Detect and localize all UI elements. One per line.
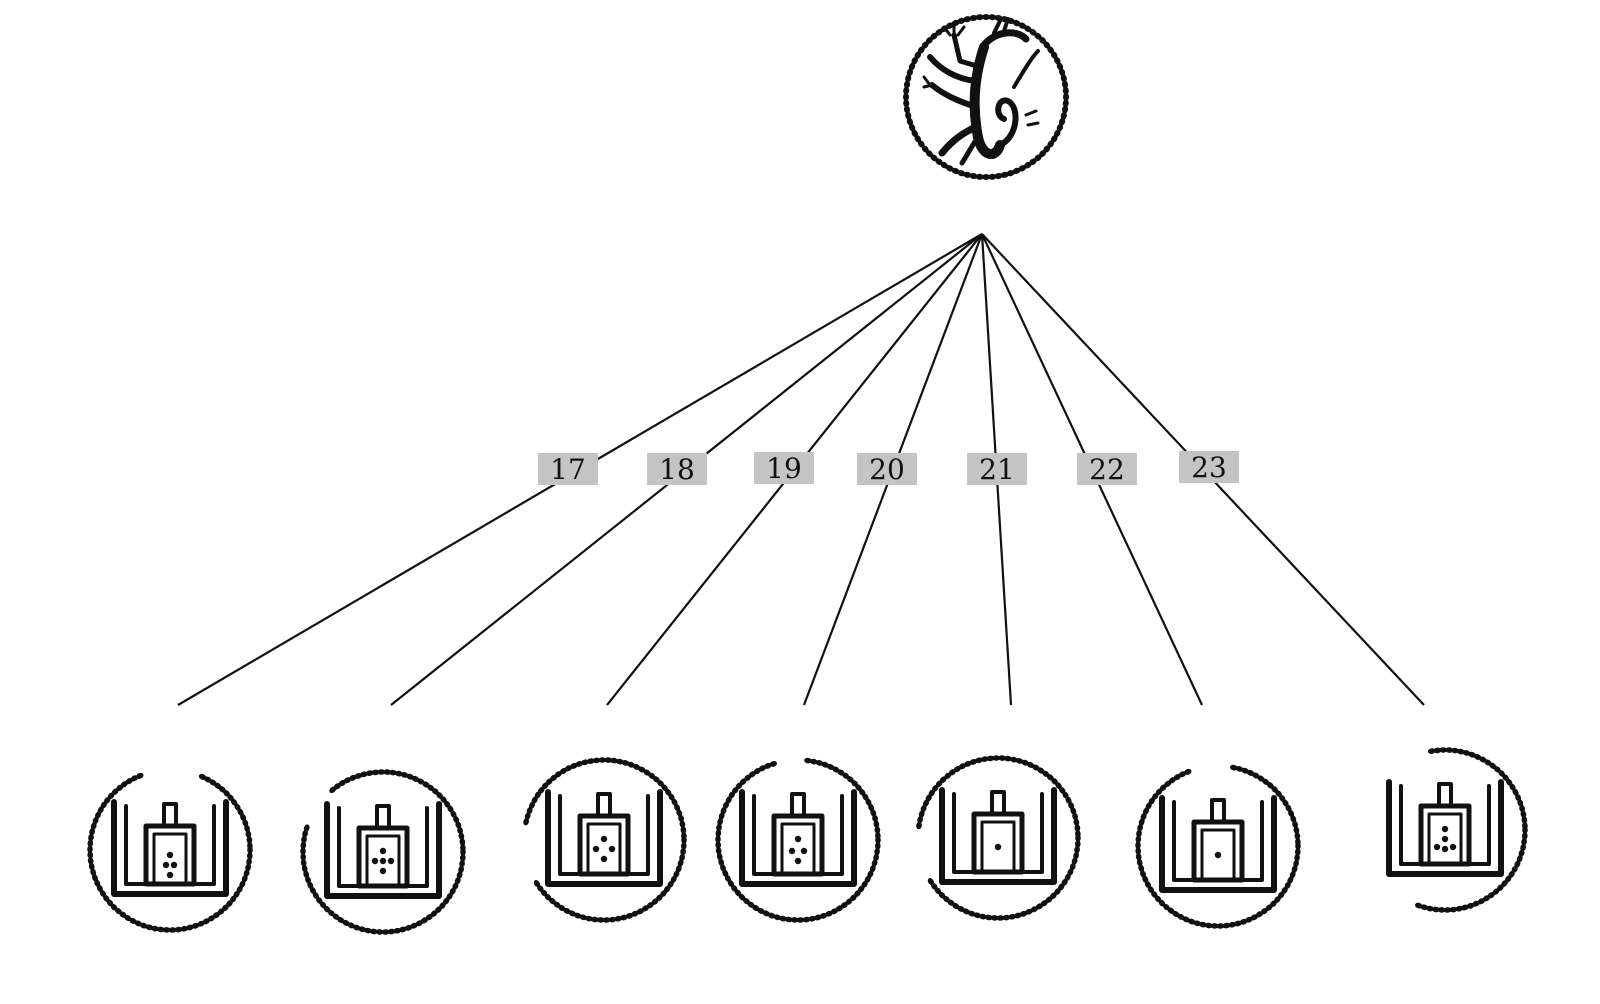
edge-label-background (1077, 453, 1137, 485)
edge-label-22: 22 (1077, 453, 1137, 486)
edge-label-18: 18 (647, 453, 707, 486)
edge-label-text: 22 (1089, 453, 1125, 486)
edge-label-background (538, 453, 598, 485)
edge-label-background (754, 452, 814, 484)
edge-label-21: 21 (967, 453, 1027, 486)
edge-label-layer: 17 18 19 20 21 22 23 (538, 451, 1239, 486)
edge-label-text: 17 (550, 453, 586, 486)
edge-label-text: 23 (1191, 451, 1227, 484)
seal-figure-motif (922, 17, 1040, 166)
seal-shrine-icon (1135, 764, 1301, 929)
edge-label-23: 23 (1179, 451, 1239, 484)
edge-label-17: 17 (538, 453, 598, 486)
seal-figure-icon (903, 14, 1069, 180)
seal-shrine-icon (300, 769, 466, 935)
child-seal-layer (87, 747, 1528, 935)
seal-shrine-icon (715, 757, 881, 923)
edge-label-20: 20 (857, 453, 917, 486)
edge-label-background (1179, 451, 1239, 483)
seal-shrine-icon (916, 755, 1081, 921)
edge-label-19: 19 (754, 452, 814, 485)
edge-label-text: 20 (869, 453, 905, 486)
edge-label-background (647, 453, 707, 485)
edge-label-background (857, 453, 917, 485)
seal-shrine-icon (523, 757, 687, 923)
seal-shrine-icon (87, 772, 253, 933)
edge-label-text: 21 (979, 453, 1015, 486)
edge-label-text: 19 (766, 452, 802, 485)
edge-label-background (967, 453, 1027, 485)
seal-shrine-icon (1386, 747, 1528, 913)
edge-label-text: 18 (659, 453, 695, 486)
